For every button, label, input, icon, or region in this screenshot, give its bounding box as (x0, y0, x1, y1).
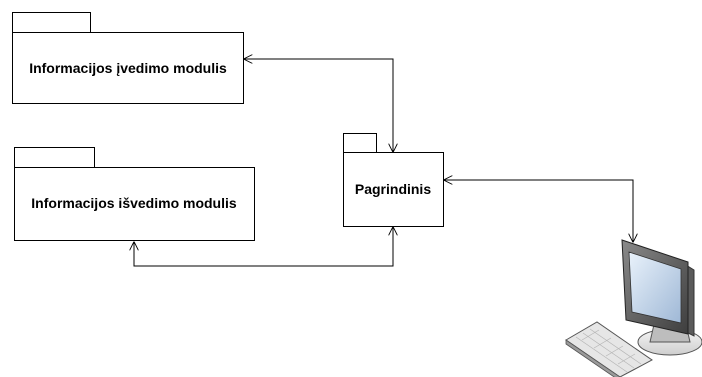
package-body (343, 152, 444, 227)
connector-main-output (134, 227, 393, 267)
computer-workstation-icon (565, 239, 702, 377)
package-input-module[interactable]: Informacijos įvedimo modulis (12, 12, 244, 104)
package-body (14, 167, 255, 241)
connector-main-computer (444, 180, 633, 242)
package-tab (12, 12, 91, 33)
package-tab (343, 133, 377, 153)
package-body (12, 32, 244, 104)
package-label: Pagrindinis (355, 181, 431, 197)
connector-main-input (244, 59, 393, 152)
package-tab (14, 147, 95, 168)
package-label: Informacijos įvedimo modulis (29, 60, 227, 76)
package-main[interactable]: Pagrindinis (343, 133, 444, 227)
monitor-screen (628, 251, 682, 324)
package-output-module[interactable]: Informacijos išvedimo modulis (14, 147, 255, 241)
package-label: Informacijos išvedimo modulis (31, 195, 237, 211)
